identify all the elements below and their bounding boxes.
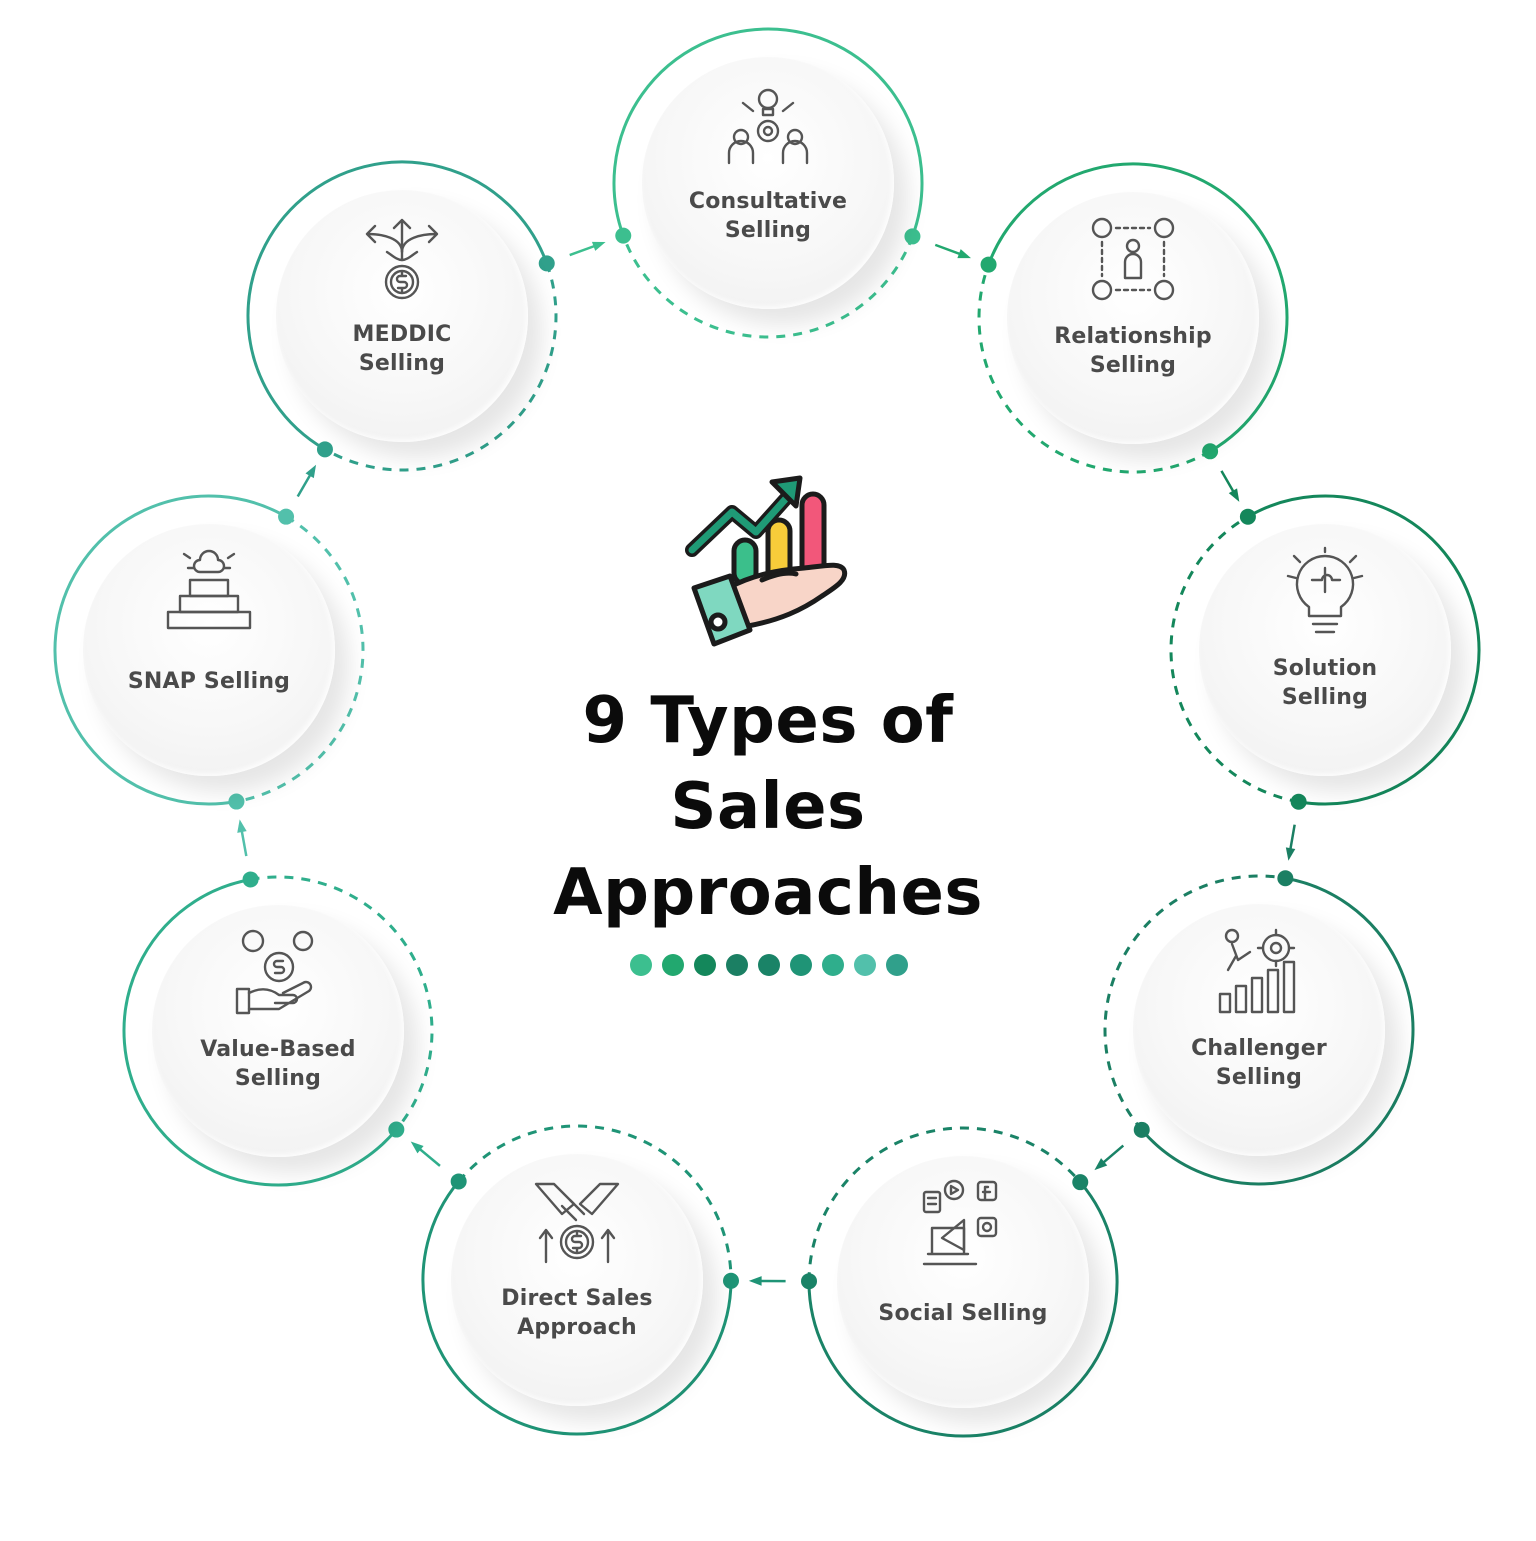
ring-dot-6-out <box>450 1173 467 1190</box>
ring-dot-7-in <box>388 1121 405 1138</box>
direction-dollar-icon <box>357 212 447 302</box>
page-title: 9 Types of Sales Approaches <box>468 678 1068 936</box>
ring-dot-2-out <box>1202 443 1219 460</box>
ring-arc-4-b <box>1103 874 1286 1131</box>
ring-arc-3-b <box>1169 515 1299 804</box>
step-label: MEDDIC Selling <box>352 322 452 376</box>
ring-dot-4-out <box>1133 1121 1150 1138</box>
step-node-7: Value-Based Selling <box>152 905 404 1157</box>
title-line-1: 9 Types of <box>582 684 954 758</box>
ring-dot-9-out <box>538 255 555 272</box>
color-dot-row <box>630 954 918 978</box>
step-label: Direct Sales Approach <box>501 1286 653 1340</box>
consultation-meeting-icon <box>723 79 813 169</box>
ring-arc-3-a <box>1247 494 1481 806</box>
step-label: Value-Based Selling <box>200 1037 356 1091</box>
arrow-head-icon <box>1285 847 1296 861</box>
ring-dot-7-out <box>242 871 259 888</box>
ring-arc-8-b <box>236 515 365 804</box>
arrow-head-icon <box>237 819 247 833</box>
arrow-head-icon <box>305 464 317 479</box>
network-people-icon <box>1088 214 1178 304</box>
ring-arc-7-b <box>250 875 434 1131</box>
arrow-head-icon <box>1094 1158 1108 1171</box>
hand-coins-icon <box>233 927 323 1017</box>
color-dot-9 <box>886 954 908 976</box>
puzzle-lightbulb-icon <box>1280 546 1370 636</box>
step-node-4: Challenger Selling <box>1133 904 1385 1156</box>
step-label: Relationship Selling <box>1054 324 1212 378</box>
growth-chart-hand-icon <box>685 475 848 647</box>
ring-arc-9-a <box>246 160 549 451</box>
climbing-growth-gear-icon <box>1214 926 1304 1016</box>
ring-arc-5-b <box>807 1126 1082 1282</box>
step-label: Consultative Selling <box>688 189 848 243</box>
title-line-3: Approaches <box>553 856 983 930</box>
social-media-megaphone-icon <box>918 1178 1008 1268</box>
ring-arc-5-a <box>807 1181 1119 1438</box>
step-node-3: Solution Selling <box>1199 524 1451 776</box>
ring-dot-3-out <box>1290 793 1307 810</box>
ring-dot-9-in <box>316 441 333 458</box>
ring-dot-6-in <box>722 1272 739 1289</box>
step-node-2: Relationship Selling <box>1007 192 1259 444</box>
ring-arc-7-a <box>122 877 398 1187</box>
step-label: Solution Selling <box>1272 656 1378 710</box>
color-dot-2 <box>662 954 684 976</box>
color-dot-5 <box>758 954 780 976</box>
step-label: SNAP Selling <box>127 669 291 694</box>
ring-arc-1-b <box>621 235 914 339</box>
ring-dot-3-in <box>1239 508 1256 525</box>
ring-dot-1-in <box>615 227 632 244</box>
handshake-dollar-icon <box>532 1176 622 1266</box>
arrow-head-icon <box>591 241 606 251</box>
arrow-head-icon <box>1228 488 1240 502</box>
color-dot-3 <box>694 954 716 976</box>
arrow-head-icon <box>410 1141 424 1154</box>
step-node-1: Consultative Selling <box>642 57 894 309</box>
ring-arc-9-b <box>324 262 558 472</box>
ring-arc-2-b <box>977 264 1211 474</box>
ring-arc-1-a <box>612 27 924 237</box>
step-label: Challenger Selling <box>1191 1036 1327 1090</box>
ring-dot-2-in <box>980 256 997 273</box>
arrow-head-icon <box>957 249 971 259</box>
step-node-8: SNAP Selling <box>83 524 335 776</box>
ring-arc-4-a <box>1140 876 1415 1186</box>
color-dot-4 <box>726 954 748 976</box>
step-node-5: Social Selling <box>837 1156 1089 1408</box>
ring-dot-8-in <box>228 793 245 810</box>
ring-dot-8-out <box>278 508 295 525</box>
ring-arc-8-a <box>53 494 287 806</box>
step-node-9: MEDDIC Selling <box>276 190 528 442</box>
ring-dot-4-in <box>1277 870 1294 887</box>
color-dot-7 <box>822 954 844 976</box>
arrow-head-icon <box>748 1276 762 1286</box>
color-dot-1 <box>630 954 652 976</box>
ring-arc-6-a <box>421 1180 733 1436</box>
step-node-6: Direct Sales Approach <box>451 1154 703 1406</box>
step-label: Social Selling <box>878 1301 1048 1326</box>
ring-dot-5-out <box>801 1273 818 1290</box>
ring-dot-1-out <box>904 228 921 245</box>
color-dot-6 <box>790 954 812 976</box>
ring-arc-6-b <box>457 1124 733 1281</box>
podium-steps-icon <box>164 546 254 636</box>
ring-arc-2-a <box>987 162 1289 453</box>
title-line-2: Sales <box>670 770 866 844</box>
color-dot-8 <box>854 954 876 976</box>
ring-dot-5-in <box>1072 1174 1089 1191</box>
